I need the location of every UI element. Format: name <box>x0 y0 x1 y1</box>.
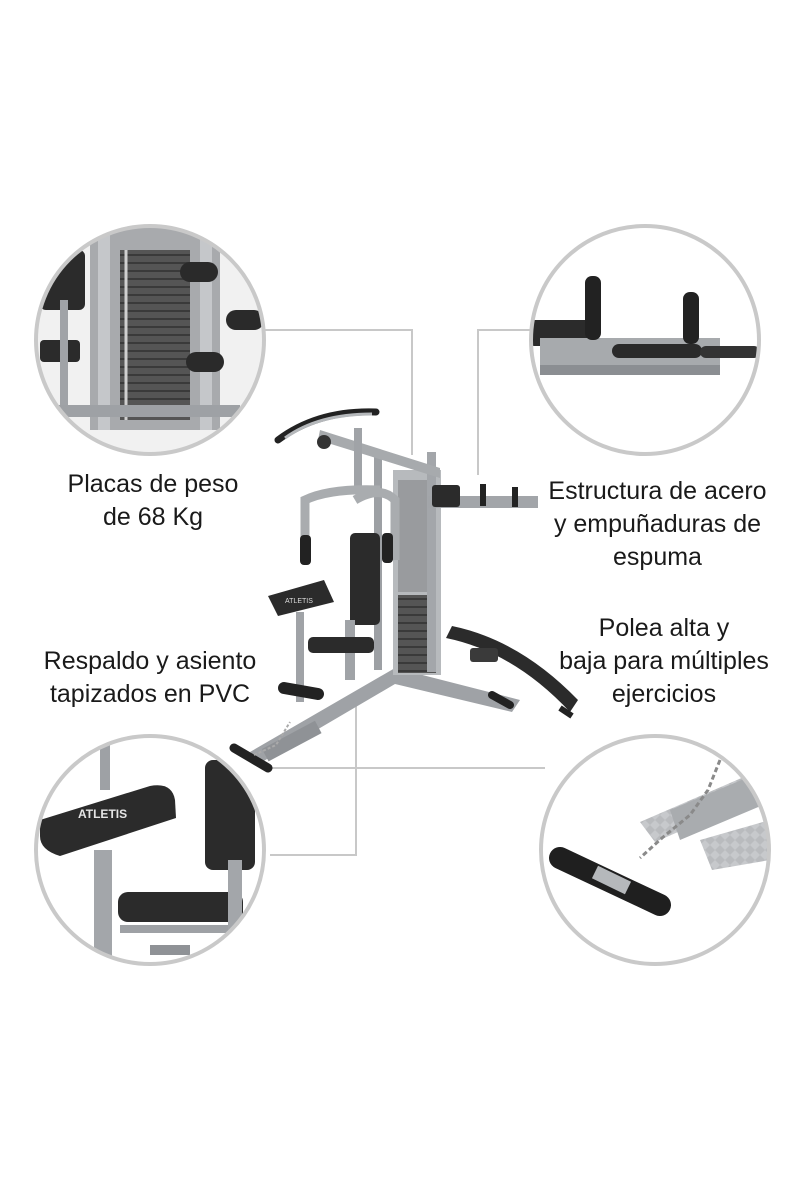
leader-line-weight-plates <box>262 329 413 455</box>
machine-brand-logo: ATLETIS <box>285 598 313 605</box>
sit-up-bench <box>446 626 578 712</box>
detail-pulleys <box>539 734 771 966</box>
caption-weight-plates: Placas de peso de 68 Kg <box>58 468 248 534</box>
caption-line: ejercicios <box>611 680 717 708</box>
leader-line-upholstery <box>270 700 357 856</box>
caption-line: Respaldo y asiento <box>43 647 257 675</box>
caption-steel-structure: Estructura de acero y empuñaduras de esp… <box>535 475 780 574</box>
caption-line: y empuñaduras de <box>553 510 762 538</box>
main-backrest-pad <box>350 533 380 625</box>
caption-upholstery: Respaldo y asiento tapizados en PVC <box>30 645 270 711</box>
leader-line-steel-structure <box>477 329 532 475</box>
caption-pulleys: Polea alta y baja para múltiples ejercic… <box>548 612 780 711</box>
caption-line: espuma <box>613 543 702 571</box>
detail-circle-border <box>34 734 266 966</box>
main-seat-pad <box>308 637 374 653</box>
detail-brand-logo: ATLETIS <box>78 807 127 821</box>
home-gym-machine: ATLETIS <box>229 408 578 773</box>
caption-line: de 68 Kg <box>102 503 204 531</box>
detail-steel-structure <box>529 224 761 456</box>
detail-weight-plates <box>34 224 266 456</box>
caption-line: Placas de peso <box>67 470 239 498</box>
detail-upholstery: ATLETIS <box>34 734 266 966</box>
caption-line: baja para múltiples <box>559 647 769 675</box>
detail-circle-border <box>539 734 771 966</box>
detail-circle-border <box>529 224 761 456</box>
caption-line: tapizados en PVC <box>49 680 251 708</box>
base-frame <box>250 668 520 762</box>
caption-line: Estructura de acero <box>548 477 767 505</box>
detail-circle-border <box>34 224 266 456</box>
caption-line: Polea alta y <box>598 614 730 642</box>
preacher-pad <box>268 580 334 616</box>
leader-lines <box>262 329 545 856</box>
